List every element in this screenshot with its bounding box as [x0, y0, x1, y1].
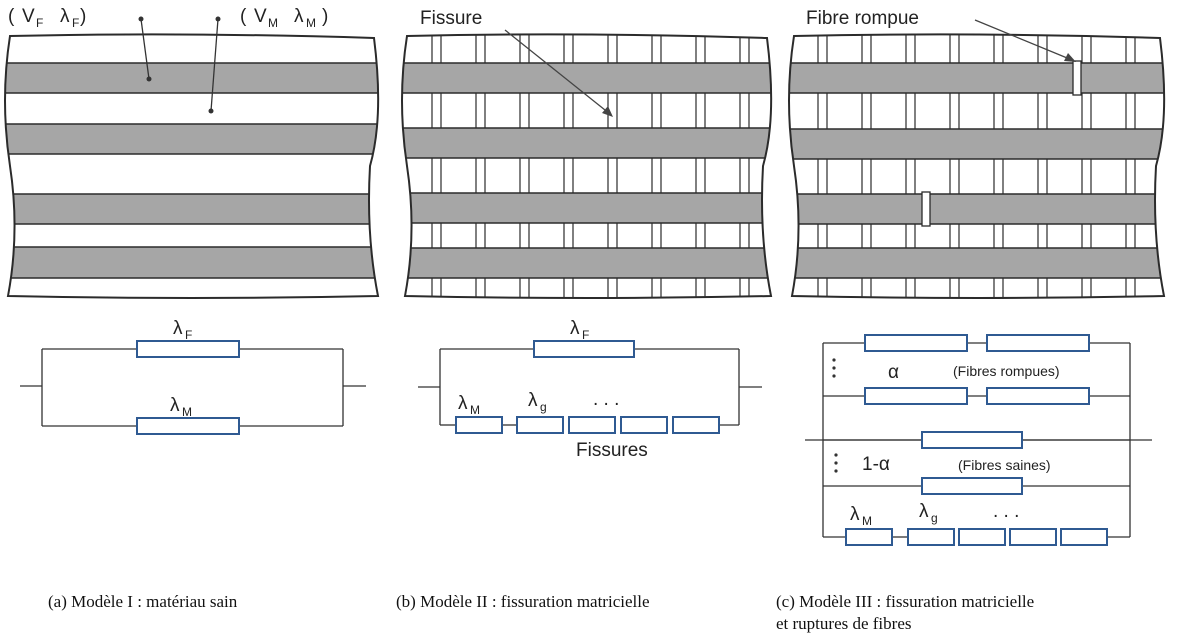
caption-c-line2: et ruptures de fibres	[776, 614, 912, 633]
fissures-label: Fissures	[576, 440, 648, 461]
fiber-band	[789, 128, 1165, 160]
resistor	[907, 528, 955, 546]
circuit-label-lm-sub: M	[862, 514, 872, 528]
resistor	[136, 340, 240, 358]
label-vf-sub: F	[36, 16, 43, 30]
fissure-label: Fissure	[420, 8, 482, 29]
caption-b: (b) Modèle II : fissuration matricielle	[396, 592, 650, 611]
composite-outline	[788, 33, 1166, 299]
panel-a-circuit	[20, 340, 366, 435]
panel-c-circuit	[805, 334, 1152, 546]
leader-dot	[215, 16, 221, 22]
label-vm-sub: M	[268, 16, 278, 30]
broken-fiber-label: Fibre rompue	[806, 8, 919, 29]
resistor	[620, 416, 668, 434]
fiber-band	[789, 193, 1165, 225]
resistor	[986, 387, 1090, 405]
label-lf: λ	[60, 6, 70, 27]
broken-fiber-arrow	[974, 19, 1073, 61]
label-paren-open: (	[240, 6, 247, 27]
resistor	[958, 528, 1006, 546]
composite-outline	[4, 33, 380, 299]
circuit-label-lg: λ	[919, 501, 929, 522]
circuit-label-lf: λ	[570, 318, 580, 339]
fissure-arrow-head	[602, 106, 613, 117]
circuit-label-lm-sub: M	[182, 405, 192, 419]
composite-outline	[401, 33, 773, 299]
circuit-label-lf: λ	[173, 318, 183, 339]
circuit-label-lm: λ	[458, 393, 468, 414]
label-vm: V	[254, 6, 267, 27]
panel-a-composite: ( V F λ F ) ( V M λ M )	[4, 6, 380, 299]
healthy-fibers-label: (Fibres saines)	[958, 457, 1051, 473]
panel-c-composite: Fibre rompue	[788, 8, 1166, 299]
circuit-label-lm-sub: M	[470, 403, 480, 417]
resistor	[864, 334, 968, 352]
circuit-label-lg-sub: g	[931, 511, 938, 525]
fiber-break	[921, 191, 931, 227]
broken-fiber-arrow-head	[1064, 53, 1076, 62]
label-lm-sub: M	[306, 16, 316, 30]
fiber-band	[5, 123, 379, 155]
circuit-label-lg-sub: g	[540, 400, 547, 414]
label-lf-sub: F	[72, 16, 79, 30]
alpha-label: α	[888, 362, 899, 383]
resistor	[845, 528, 893, 546]
panel-c-vertical-dots	[832, 358, 838, 473]
fiber-break	[1072, 60, 1082, 96]
resistor	[986, 334, 1090, 352]
circuit-label-lf-sub: F	[582, 328, 589, 342]
label-paren-close: )	[80, 6, 86, 27]
fiber-band	[5, 62, 379, 94]
label-lm: λ	[294, 6, 304, 27]
resistor	[1009, 528, 1057, 546]
leader-line-fiber	[140, 18, 150, 80]
circuit-label-lf-sub: F	[185, 328, 192, 342]
caption-c-line1: (c) Modèle III : fissuration matricielle	[776, 592, 1035, 611]
circuit-label-lm: λ	[850, 504, 860, 525]
resistor	[672, 416, 720, 434]
broken-fibers-label: (Fibres rompues)	[953, 363, 1060, 379]
resistor	[455, 416, 503, 434]
fiber-band	[789, 247, 1165, 279]
fiber-band	[402, 192, 772, 224]
label-paren-open: (	[8, 6, 15, 27]
leader-line-matrix	[210, 18, 219, 112]
label-vf: V	[22, 6, 35, 27]
circuit-dots: . . .	[993, 501, 1019, 522]
fiber-band	[402, 127, 772, 159]
resistor	[533, 340, 635, 358]
leader-dot	[138, 16, 144, 22]
resistor	[516, 416, 564, 434]
circuit-label-lg: λ	[528, 390, 538, 411]
resistor	[1060, 528, 1108, 546]
leader-dot	[146, 76, 152, 82]
fissure-arrow	[504, 29, 611, 115]
fiber-band	[5, 193, 379, 225]
fiber-band	[402, 247, 772, 279]
leader-dot	[208, 108, 214, 114]
panel-b-composite: Fissure	[401, 8, 773, 299]
panel-b-circuit	[418, 340, 762, 434]
resistor	[568, 416, 616, 434]
label-paren-close: )	[322, 6, 328, 27]
resistor	[921, 431, 1023, 449]
fiber-band	[5, 246, 379, 279]
fiber-band	[402, 62, 772, 94]
one-minus-alpha-label: 1-α	[862, 454, 890, 475]
circuit-dots: . . .	[593, 389, 619, 410]
resistor	[136, 417, 240, 435]
caption-a: (a) Modèle I : matériau sain	[48, 592, 238, 611]
circuit-label-lm: λ	[170, 395, 180, 416]
fiber-band	[789, 62, 1165, 94]
resistor	[921, 477, 1023, 495]
resistor	[864, 387, 968, 405]
